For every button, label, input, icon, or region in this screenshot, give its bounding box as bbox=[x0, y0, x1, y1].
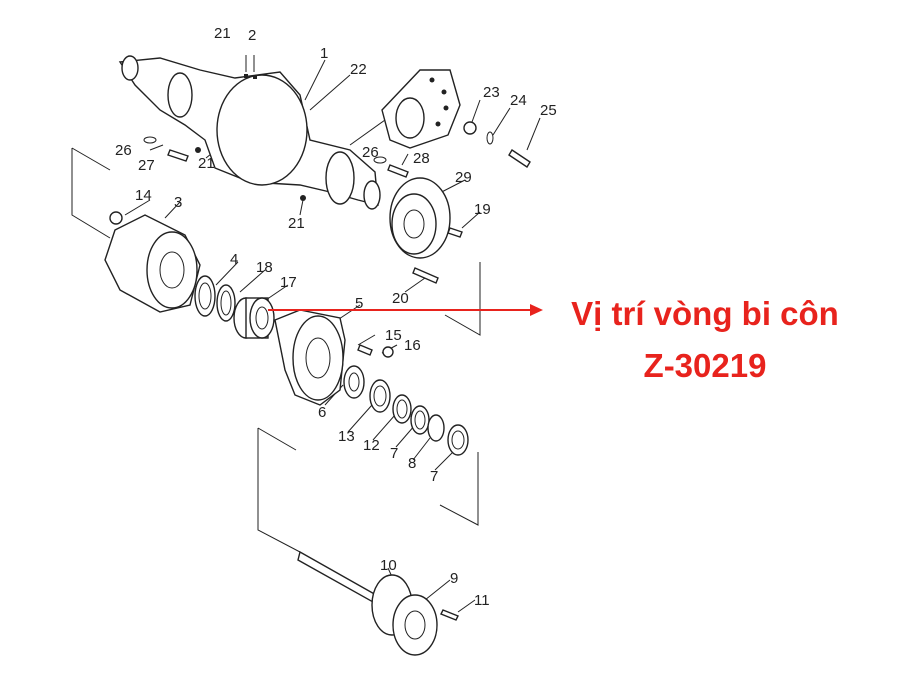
callout-arrow bbox=[268, 304, 543, 316]
part-label: 18 bbox=[256, 259, 273, 276]
part-label: 9 bbox=[450, 570, 458, 587]
tapered-roller-bearing bbox=[233, 297, 275, 339]
part-label: 10 bbox=[380, 557, 397, 574]
part-label: 21 bbox=[288, 215, 305, 232]
part-label: 6 bbox=[318, 404, 326, 421]
part-label: 8 bbox=[408, 455, 416, 472]
part-label: 1 bbox=[320, 45, 328, 62]
part-label: 20 bbox=[392, 290, 409, 307]
part-label: 11 bbox=[474, 592, 490, 609]
part-label: 23 bbox=[483, 84, 500, 101]
part-label: 3 bbox=[174, 194, 182, 211]
part-label: 21 bbox=[198, 155, 215, 172]
axle-shaft bbox=[297, 550, 459, 656]
hub-cover bbox=[104, 211, 201, 313]
bearing-position-callout: Vị trí vòng bi côn Z-30219 bbox=[515, 288, 895, 392]
callout-title: Vị trí vòng bi côn bbox=[571, 295, 839, 332]
brake-plate bbox=[381, 69, 461, 149]
part-label: 19 bbox=[474, 201, 491, 218]
part-label: 13 bbox=[338, 428, 355, 445]
part-label: 27 bbox=[138, 157, 155, 174]
callout-part-code: Z-30219 bbox=[643, 347, 767, 384]
seal-rings bbox=[194, 275, 236, 322]
part-label: 25 bbox=[540, 102, 557, 119]
hub-bearing-stack bbox=[343, 365, 469, 456]
part-label: 7 bbox=[390, 445, 398, 462]
part-label: 26 bbox=[362, 144, 379, 161]
brake-drum bbox=[389, 177, 463, 284]
part-number-labels: 21 2 1 22 23 24 25 26 27 21 26 28 29 19 … bbox=[115, 25, 557, 609]
part-label: 4 bbox=[230, 251, 238, 268]
part-label: 15 bbox=[385, 327, 402, 344]
part-label: 14 bbox=[135, 187, 152, 204]
part-label: 28 bbox=[413, 150, 430, 167]
part-label: 16 bbox=[404, 337, 421, 354]
part-label: 22 bbox=[350, 61, 367, 78]
axle-housing bbox=[118, 55, 381, 210]
part-label: 17 bbox=[280, 274, 297, 291]
part-label: 29 bbox=[455, 169, 472, 186]
part-label: 7 bbox=[430, 468, 438, 485]
bolts-upper bbox=[143, 121, 531, 178]
part-label: 24 bbox=[510, 92, 527, 109]
part-label: 12 bbox=[363, 437, 380, 454]
part-label: 5 bbox=[355, 295, 363, 312]
part-label: 2 bbox=[248, 27, 256, 44]
part-label: 26 bbox=[115, 142, 132, 159]
wheel-hub bbox=[274, 309, 394, 406]
part-label: 21 bbox=[214, 25, 231, 42]
